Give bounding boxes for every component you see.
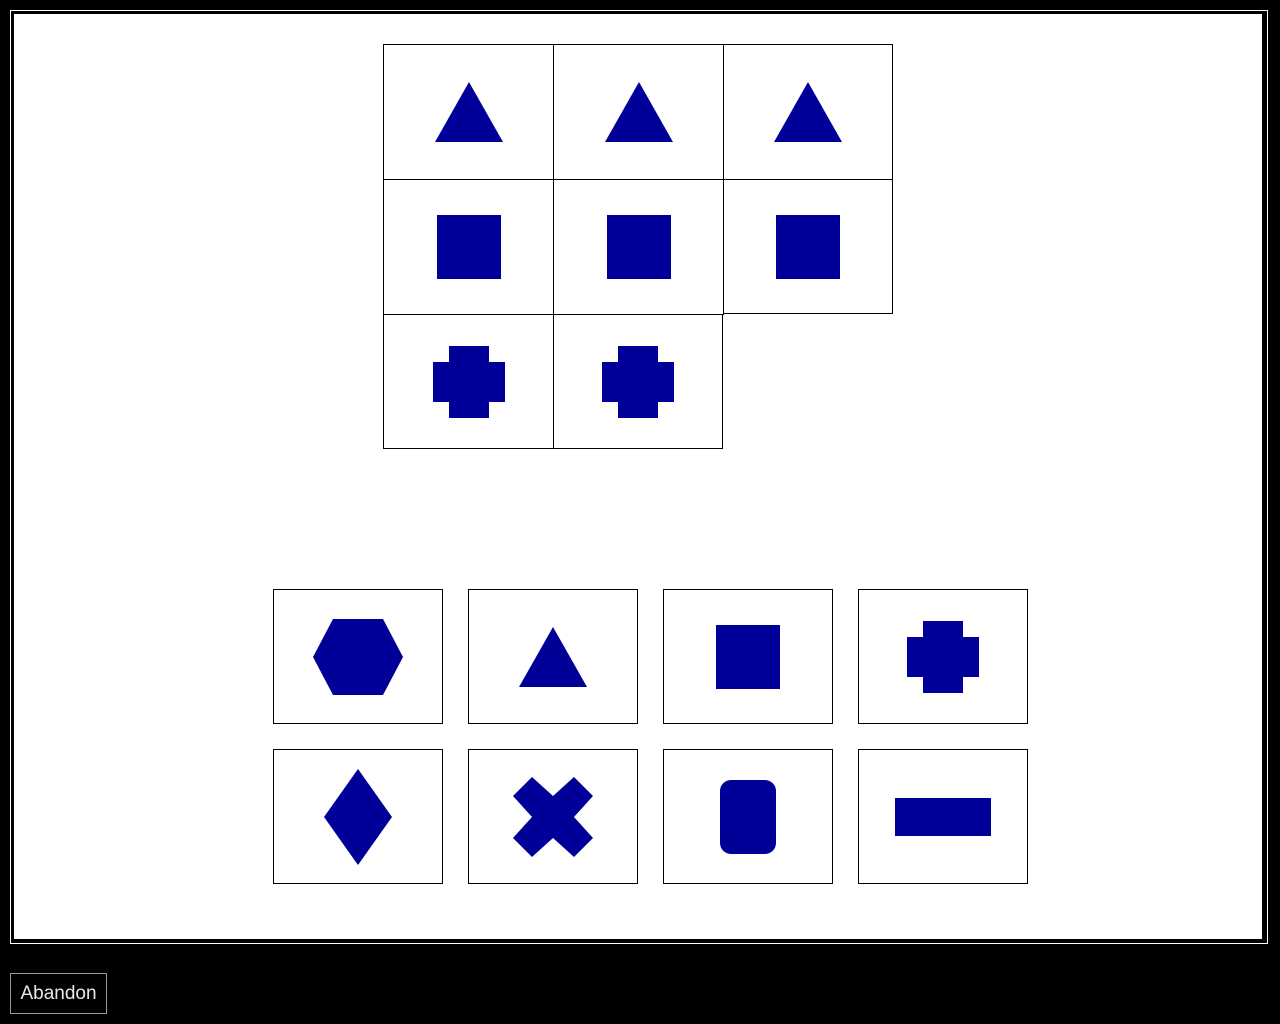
answer-option-1[interactable] xyxy=(273,589,443,724)
puzzle-panel xyxy=(14,14,1262,939)
matrix-cell-r2-c3 xyxy=(723,179,893,314)
triangle-icon xyxy=(434,82,503,142)
abandon-button[interactable]: Abandon xyxy=(10,973,107,1014)
square-icon xyxy=(776,214,840,279)
matrix-cell-r2-c1 xyxy=(383,179,554,315)
bar-icon xyxy=(895,797,991,836)
square-icon xyxy=(606,215,671,279)
answer-option-3[interactable] xyxy=(663,589,833,724)
cross-icon xyxy=(602,345,674,418)
rounded-rect-icon xyxy=(720,779,776,854)
answer-option-8[interactable] xyxy=(858,749,1028,884)
matrix-cell-r2-c2 xyxy=(553,179,724,315)
answer-option-4[interactable] xyxy=(858,589,1028,724)
triangle-icon xyxy=(519,626,587,687)
answer-option-6[interactable] xyxy=(468,749,638,884)
puzzle-frame xyxy=(10,10,1268,944)
matrix-cell-r1-c3 xyxy=(723,44,893,180)
matrix-cell-r3-c2 xyxy=(553,314,723,449)
square-icon xyxy=(716,624,780,689)
cross-icon xyxy=(432,345,505,418)
square-icon xyxy=(436,215,501,279)
answer-option-2[interactable] xyxy=(468,589,638,724)
hexagon-icon xyxy=(313,618,403,695)
x-cross-icon xyxy=(513,776,593,857)
matrix-cell-r1-c2 xyxy=(553,44,724,180)
diamond-icon xyxy=(324,768,392,865)
matrix-cell-r3-c1 xyxy=(383,314,554,449)
matrix-cell-r1-c1 xyxy=(383,44,554,180)
triangle-icon xyxy=(774,82,842,142)
cross-icon xyxy=(907,620,979,693)
triangle-icon xyxy=(604,82,673,142)
answer-option-5[interactable] xyxy=(273,749,443,884)
answer-option-7[interactable] xyxy=(663,749,833,884)
